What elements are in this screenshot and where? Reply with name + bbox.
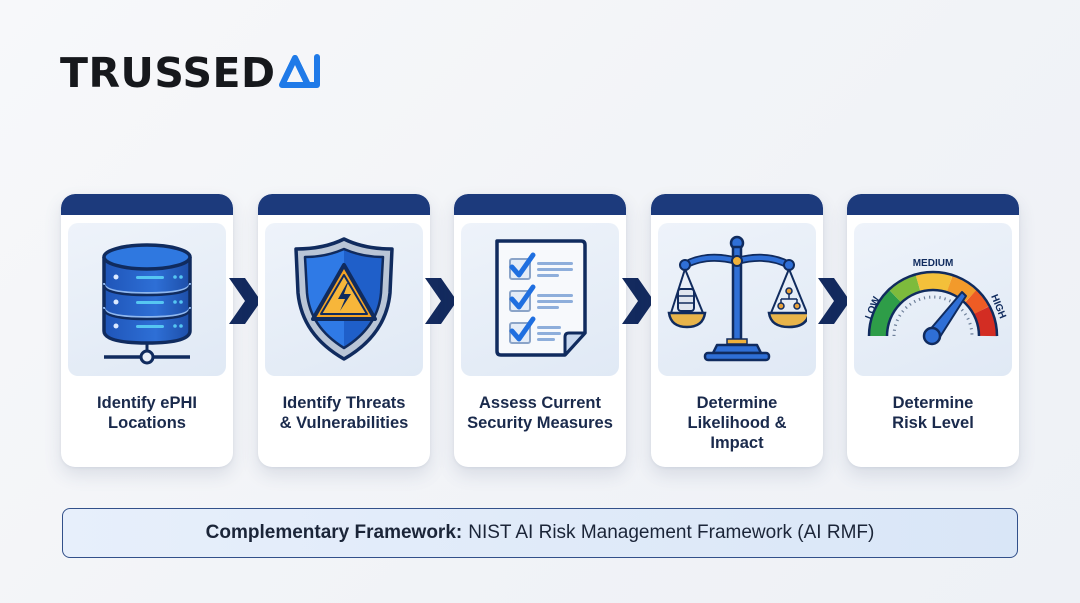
banner-bold-label: Complementary Framework:	[205, 522, 463, 543]
icon-panel	[265, 223, 423, 376]
brand-logo: TRUSSED	[60, 52, 323, 95]
brand-ai-mark-icon	[278, 52, 323, 95]
chevron-right-icon	[622, 278, 654, 324]
card-header-bar	[61, 194, 233, 215]
card-header-bar	[847, 194, 1019, 215]
checklist-document-icon	[495, 238, 587, 357]
chevron-right-icon	[425, 278, 457, 324]
card-header-bar	[454, 194, 626, 215]
icon-panel: MEDIUM LOW HIGH	[854, 223, 1012, 376]
chevron-right-icon	[229, 278, 261, 324]
icon-panel	[461, 223, 619, 376]
risk-gauge-icon: MEDIUM LOW HIGH	[864, 258, 1008, 345]
balance-scale-icon	[667, 235, 807, 361]
step-card-identify-threats: Identify Threats & Vulnerabilities	[258, 194, 430, 467]
step-label: Determine Risk Level	[892, 394, 974, 432]
step-label: Determine Likelihood & Impact	[687, 394, 787, 452]
card-header-bar	[258, 194, 430, 215]
step-card-likelihood-impact: Determine Likelihood & Impact	[651, 194, 823, 467]
database-server-icon	[102, 242, 192, 364]
step-card-assess-measures: Assess Current Security Measures	[454, 194, 626, 467]
step-label: Assess Current Security Measures	[467, 394, 613, 432]
step-label: Identify ePHI Locations	[97, 394, 197, 432]
gauge-medium-label: MEDIUM	[913, 258, 954, 269]
icon-panel	[658, 223, 816, 376]
step-card-risk-level: MEDIUM LOW HIGH Determine Risk Level	[847, 194, 1019, 467]
card-header-bar	[651, 194, 823, 215]
chevron-right-icon	[818, 278, 850, 324]
step-label: Identify Threats & Vulnerabilities	[279, 394, 409, 432]
shield-warning-icon	[294, 236, 394, 361]
step-card-identify-ephi: Identify ePHI Locations	[61, 194, 233, 467]
complementary-framework-banner: Complementary Framework: NIST AI Risk Ma…	[62, 508, 1018, 558]
icon-panel	[68, 223, 226, 376]
brand-name: TRUSSED	[60, 49, 276, 97]
banner-text: NIST AI Risk Management Framework (AI RM…	[468, 522, 875, 543]
